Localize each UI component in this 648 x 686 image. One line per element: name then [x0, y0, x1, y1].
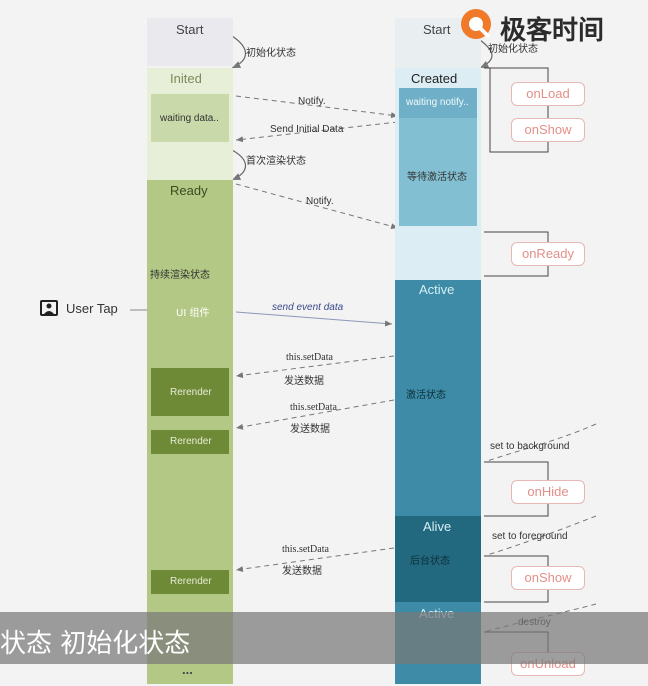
notify-line-2 [235, 183, 399, 230]
hook-connector-show [484, 555, 549, 603]
rerender-box-1 [151, 368, 229, 416]
senddata-label-2: 发送数据 [290, 424, 330, 435]
rerender-label-3: Rerender [170, 576, 212, 587]
subtitle-text: 状态 初始化状态 [0, 629, 191, 659]
right-alive-block [395, 516, 481, 602]
right-created-label: Created [411, 71, 458, 86]
hook-onshow: onShow [511, 118, 585, 142]
active-state-label: 激活状态 [406, 390, 446, 401]
first-render-label: 首次渲染状态 [246, 156, 306, 167]
ui-component-label[interactable]: UI 组件 [176, 308, 210, 319]
rerender-box-3 [151, 570, 229, 594]
hook-onshow-2: onShow [511, 566, 585, 590]
waiting-data-box [151, 94, 229, 142]
rerender-box-2 [151, 430, 229, 454]
right-alive-label: Alive [423, 519, 452, 534]
notify-line-1 [235, 95, 399, 119]
send-initial-line [235, 121, 399, 143]
send-event-line [235, 311, 393, 327]
notify-label-1: Notify. [298, 96, 326, 107]
hook-connector-ready [484, 231, 549, 277]
setdata-label-2: this.setData [290, 402, 337, 413]
left-ready-label: Ready [170, 183, 208, 198]
waiting-activate-box [399, 118, 477, 226]
hook-onready: onReady [511, 242, 585, 266]
senddata-label-3: 发送数据 [282, 566, 322, 577]
logo-icon [461, 9, 491, 39]
right-start-arrow [479, 39, 493, 69]
user-icon [40, 300, 58, 316]
set-background-label: set to background [490, 441, 570, 452]
left-start-block [147, 18, 233, 66]
left-ellipsis: ... [182, 662, 193, 677]
set-foreground-label: set to foreground [492, 531, 568, 542]
left-start-arrow [231, 35, 247, 69]
waiting-activate-label: 等待激活状态 [407, 172, 467, 183]
send-event-label: send event data [272, 302, 344, 313]
background-state-label: 后台状态 [410, 556, 450, 567]
logo-text: 极客时间 [500, 16, 605, 46]
rerender-label-1: Rerender [170, 387, 212, 398]
senddata-label-1: 发送数据 [284, 376, 324, 387]
right-active-block [395, 280, 481, 516]
hook-connector-top [484, 67, 549, 153]
left-inited-label: Inited [170, 71, 202, 86]
hook-onload: onLoad [511, 82, 585, 106]
waiting-notify-label: waiting notify.. [406, 97, 469, 108]
hook-connector-hide [484, 461, 549, 517]
user-tap-label: User Tap [66, 301, 118, 316]
background-dash [483, 423, 597, 463]
send-initial-label: Send Initial Data [270, 124, 344, 135]
init-state-label-right: 初始化状态 [488, 44, 538, 55]
notify-label-2: Notify. [306, 196, 334, 207]
subtitle-banner: 状态 初始化状态 [0, 612, 648, 664]
waiting-data-label: waiting data.. [160, 113, 219, 124]
setdata-label-3: this.setData [282, 544, 329, 555]
left-inited-arrow [231, 149, 247, 181]
right-start-label: Start [423, 22, 451, 37]
foreground-dash [483, 515, 597, 557]
right-active-label: Active [419, 282, 455, 297]
waiting-notify-box [399, 88, 477, 118]
hook-onhide: onHide [511, 480, 585, 504]
continuous-render-label: 持续渲染状态 [150, 270, 210, 281]
left-start-label: Start [176, 22, 204, 37]
rerender-label-2: Rerender [170, 436, 212, 447]
init-state-label-left: 初始化状态 [246, 48, 296, 59]
setdata-label-1: this.setData [286, 352, 333, 363]
